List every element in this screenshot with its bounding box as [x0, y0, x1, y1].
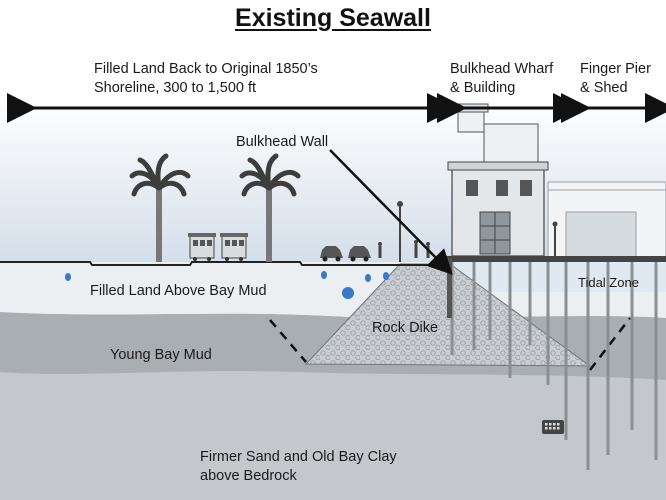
cable-car-icon: [188, 233, 216, 261]
finger-pier-label: Finger Pier: [580, 61, 651, 77]
tidal-zone-label: Tidal Zone: [578, 275, 639, 290]
young-bay-mud-label: Young Bay Mud: [110, 347, 212, 363]
filled-land-back-label: Filled Land Back to Original 1850’s: [94, 61, 318, 77]
rock-dike-label: Rock Dike: [372, 320, 439, 336]
shoreline-label: Shoreline, 300 to 1,500 ft: [94, 80, 257, 96]
bulkhead-wall-label: Bulkhead Wall: [236, 134, 329, 150]
wharf-piles: [450, 262, 658, 470]
person-icon: [414, 240, 418, 258]
lamp-post-icon: [552, 221, 558, 258]
slip-line-right: [589, 317, 631, 371]
filled-land-above-label: Filled Land Above Bay Mud: [90, 283, 267, 299]
shed-label: & Shed: [580, 80, 628, 96]
bulkhead-wall: [447, 258, 452, 318]
building-label: & Building: [450, 80, 516, 96]
firmer-sand-layer: [0, 370, 666, 500]
palm-tree-icon: [129, 153, 191, 262]
wharf-deck: [444, 256, 666, 262]
person-icon: [378, 242, 382, 258]
car-icon: [320, 246, 343, 262]
palm-tree-icon: [239, 153, 301, 262]
keyboard-icon: [542, 420, 564, 434]
firmer-sand-label: Firmer Sand and Old Bay Clay: [200, 449, 397, 465]
tidal-zone-water: [450, 262, 666, 292]
bulkhead-building: [447, 103, 549, 257]
cable-car-icon: [220, 233, 248, 261]
above-bedrock-label: above Bedrock: [200, 468, 297, 484]
page-title: Existing Seawall: [235, 4, 431, 32]
bulkhead-wharf-label: Bulkhead Wharf: [450, 61, 554, 77]
bulkhead-wall-leader-arrow: [329, 149, 453, 275]
lamp-post-icon: [397, 201, 403, 262]
water-bubbles: [65, 271, 389, 299]
car-icon: [348, 246, 371, 262]
finger-pier-shed: [547, 181, 666, 261]
